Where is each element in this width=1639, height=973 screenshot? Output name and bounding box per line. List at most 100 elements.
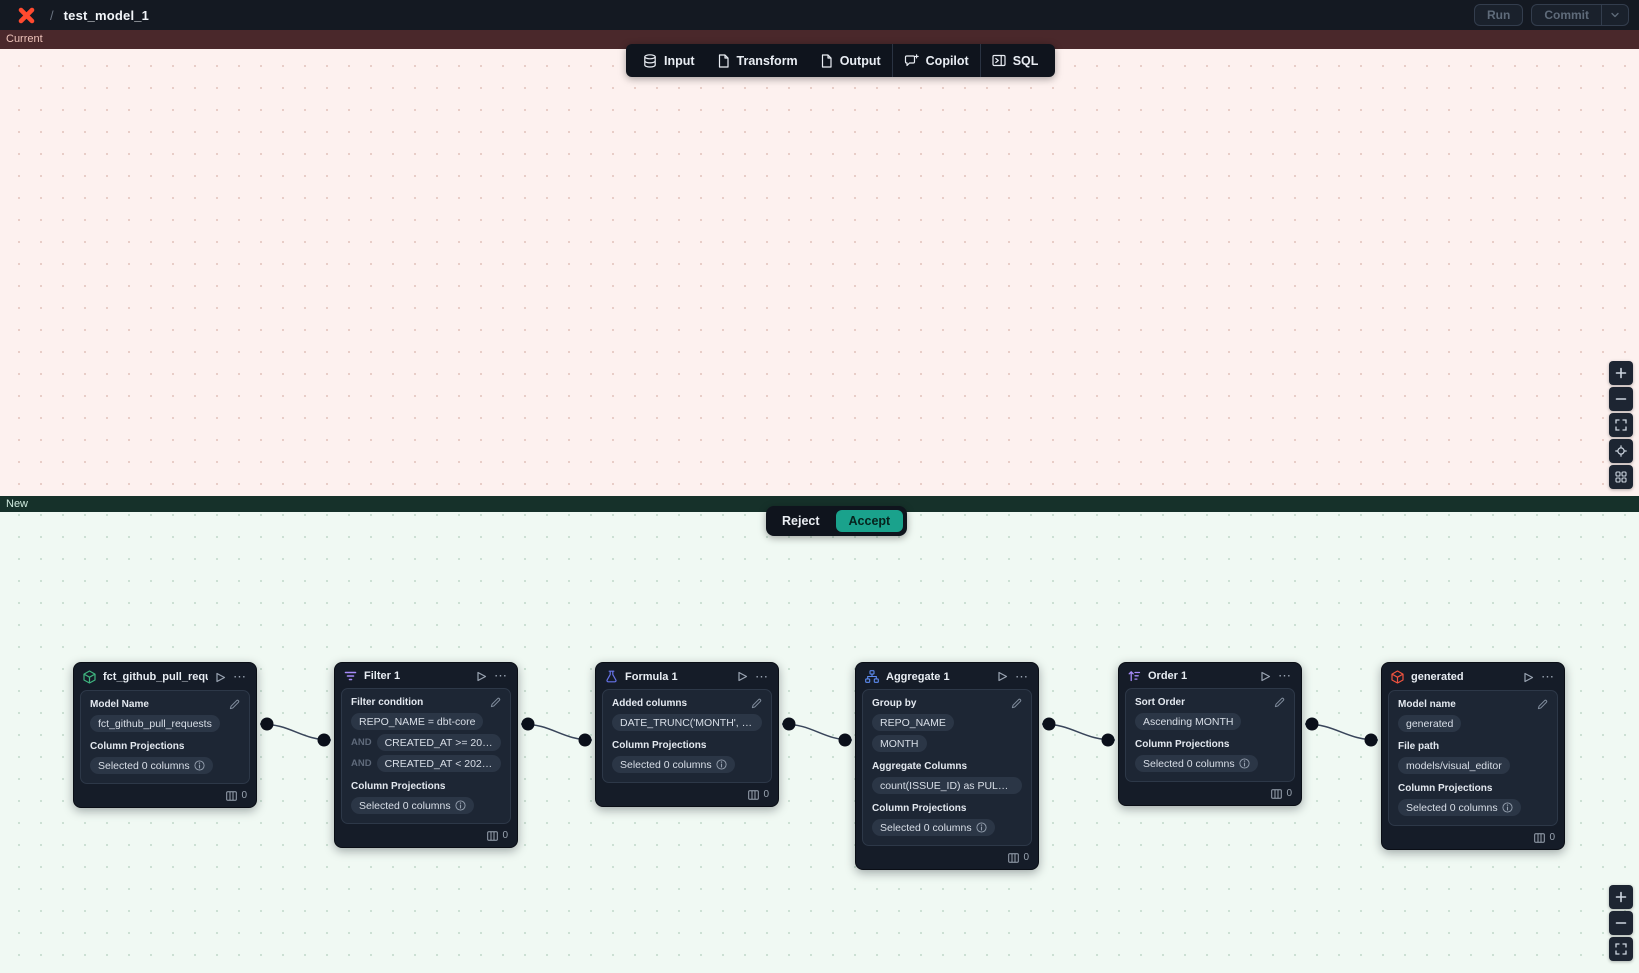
column-projections-pill[interactable]: Selected 0 columns	[612, 756, 735, 773]
node-menu-button[interactable]: ⋯	[755, 668, 769, 684]
sort-order-pill[interactable]: Ascending MONTH	[1135, 713, 1242, 730]
commit-dropdown-button[interactable]	[1602, 10, 1628, 20]
node-header[interactable]: Formula 1 ⋯	[596, 663, 778, 689]
node-run-button[interactable]	[737, 671, 748, 682]
node-header[interactable]: Aggregate 1 ⋯	[856, 663, 1038, 689]
zoom-in-button[interactable]	[1609, 885, 1633, 909]
edit-pencil-icon[interactable]	[751, 698, 762, 709]
node-header[interactable]: fct_github_pull_requests ⋯	[74, 663, 256, 690]
group-by-pill[interactable]: REPO_NAME	[872, 714, 954, 731]
fit-view-icon	[1615, 419, 1627, 431]
filter-condition-pill[interactable]: CREATED_AT >= 2024-12-01	[376, 734, 501, 751]
plus-icon	[1615, 367, 1627, 379]
commit-button[interactable]: Commit	[1544, 8, 1589, 22]
filter-condition-pill[interactable]: CREATED_AT < 2025-03-01	[376, 755, 501, 772]
dbt-logo-icon[interactable]	[16, 5, 36, 25]
node-aggregate-1: Aggregate 1 ⋯ Group by REPO_NAME MONTH A…	[855, 662, 1039, 870]
info-icon[interactable]	[1502, 802, 1513, 813]
column-projections-pill[interactable]: Selected 0 columns	[90, 757, 213, 774]
node-footer: 0	[335, 824, 517, 847]
value-pill[interactable]: fct_github_pull_requests	[90, 715, 220, 732]
node-menu-button[interactable]: ⋯	[1278, 668, 1292, 683]
edit-pencil-icon[interactable]	[490, 697, 501, 708]
node-menu-button[interactable]: ⋯	[233, 669, 247, 684]
node-header[interactable]: generated ⋯	[1382, 663, 1564, 690]
formula-pill[interactable]: DATE_TRUNC('MONTH', CREATED_AT…	[612, 714, 762, 731]
node-header[interactable]: Order 1 ⋯	[1119, 663, 1301, 688]
info-icon[interactable]	[455, 800, 466, 811]
fit-view-button[interactable]	[1609, 937, 1633, 961]
sitemap-icon	[865, 670, 879, 683]
edge-handle[interactable]	[1305, 717, 1319, 731]
reject-button[interactable]: Reject	[770, 510, 832, 532]
edit-pencil-icon[interactable]	[1274, 697, 1285, 708]
info-icon[interactable]	[976, 822, 987, 833]
edge-handle[interactable]	[521, 717, 535, 731]
new-canvas-controls	[1609, 885, 1633, 961]
locate-button[interactable]	[1609, 439, 1633, 463]
node-run-button[interactable]	[476, 671, 487, 682]
info-icon[interactable]	[1239, 758, 1250, 769]
field-label: Filter condition	[351, 697, 424, 708]
new-canvas[interactable]: fct_github_pull_requests ⋯ Model Name fc…	[0, 512, 1639, 973]
aggregate-column-pill[interactable]: count(ISSUE_ID) as PULL_REQUEST_…	[872, 777, 1022, 794]
divider	[1601, 5, 1602, 25]
edge	[259, 723, 332, 741]
column-projections-pill[interactable]: Selected 0 columns	[351, 797, 474, 814]
edit-pencil-icon[interactable]	[1537, 699, 1548, 710]
node-card: Sort Order Ascending MONTH Column Projec…	[1125, 688, 1295, 782]
info-icon[interactable]	[194, 760, 205, 771]
node-run-button[interactable]	[215, 672, 226, 683]
add-input-button[interactable]: Input	[632, 44, 706, 77]
column-projections-pill[interactable]: Selected 0 columns	[872, 819, 995, 836]
grid-icon	[1615, 471, 1627, 483]
node-menu-button[interactable]: ⋯	[1541, 669, 1555, 684]
node-run-button[interactable]	[1523, 672, 1534, 683]
zoom-out-button[interactable]	[1609, 911, 1633, 935]
node-menu-button[interactable]: ⋯	[1015, 668, 1029, 684]
add-output-button[interactable]: Output	[809, 44, 892, 77]
add-transform-button[interactable]: Transform	[706, 44, 809, 77]
divider	[891, 44, 893, 77]
field-label: Model Name	[90, 699, 149, 710]
current-section-label: Current	[6, 33, 43, 45]
node-run-button[interactable]	[1260, 671, 1271, 682]
node-card: Group by REPO_NAME MONTH Aggregate Colum…	[862, 689, 1032, 846]
node-menu-button[interactable]: ⋯	[494, 668, 508, 683]
edit-pencil-icon[interactable]	[1011, 698, 1022, 709]
current-canvas[interactable]	[0, 49, 1639, 496]
copilot-button[interactable]: Copilot	[893, 44, 980, 77]
edge-handle[interactable]	[838, 733, 852, 747]
node-title: generated	[1411, 671, 1464, 683]
edge-handle[interactable]	[1101, 733, 1115, 747]
sql-button[interactable]: SQL	[981, 44, 1050, 77]
edge	[781, 723, 853, 741]
layout-grid-button[interactable]	[1609, 465, 1633, 489]
edge-handle[interactable]	[1364, 733, 1378, 747]
node-header[interactable]: Filter 1 ⋯	[335, 663, 517, 688]
row-count: 0	[1549, 832, 1555, 843]
node-run-button[interactable]	[997, 671, 1008, 682]
run-button[interactable]: Run	[1474, 4, 1524, 26]
edge-handle[interactable]	[260, 717, 274, 731]
edge-handle[interactable]	[578, 733, 592, 747]
breadcrumb-separator: /	[50, 7, 54, 23]
edit-pencil-icon[interactable]	[229, 699, 240, 710]
edge-handle[interactable]	[782, 717, 796, 731]
accept-button[interactable]: Accept	[835, 510, 904, 532]
file-icon	[718, 53, 729, 68]
zoom-in-button[interactable]	[1609, 361, 1633, 385]
group-by-pill[interactable]: MONTH	[872, 735, 927, 752]
column-projections-pill[interactable]: Selected 0 columns	[1135, 755, 1258, 772]
columns-icon	[748, 789, 760, 800]
edge-handle[interactable]	[1042, 717, 1056, 731]
fit-view-button[interactable]	[1609, 413, 1633, 437]
edge-handle[interactable]	[317, 733, 331, 747]
column-projections-pill[interactable]: Selected 0 columns	[1398, 799, 1521, 816]
file-path-pill[interactable]: models/visual_editor	[1398, 757, 1510, 774]
divider	[979, 44, 981, 77]
zoom-out-button[interactable]	[1609, 387, 1633, 411]
model-name-pill[interactable]: generated	[1398, 715, 1462, 732]
filter-condition-pill[interactable]: REPO_NAME = dbt-core	[351, 713, 484, 730]
info-icon[interactable]	[716, 759, 727, 770]
